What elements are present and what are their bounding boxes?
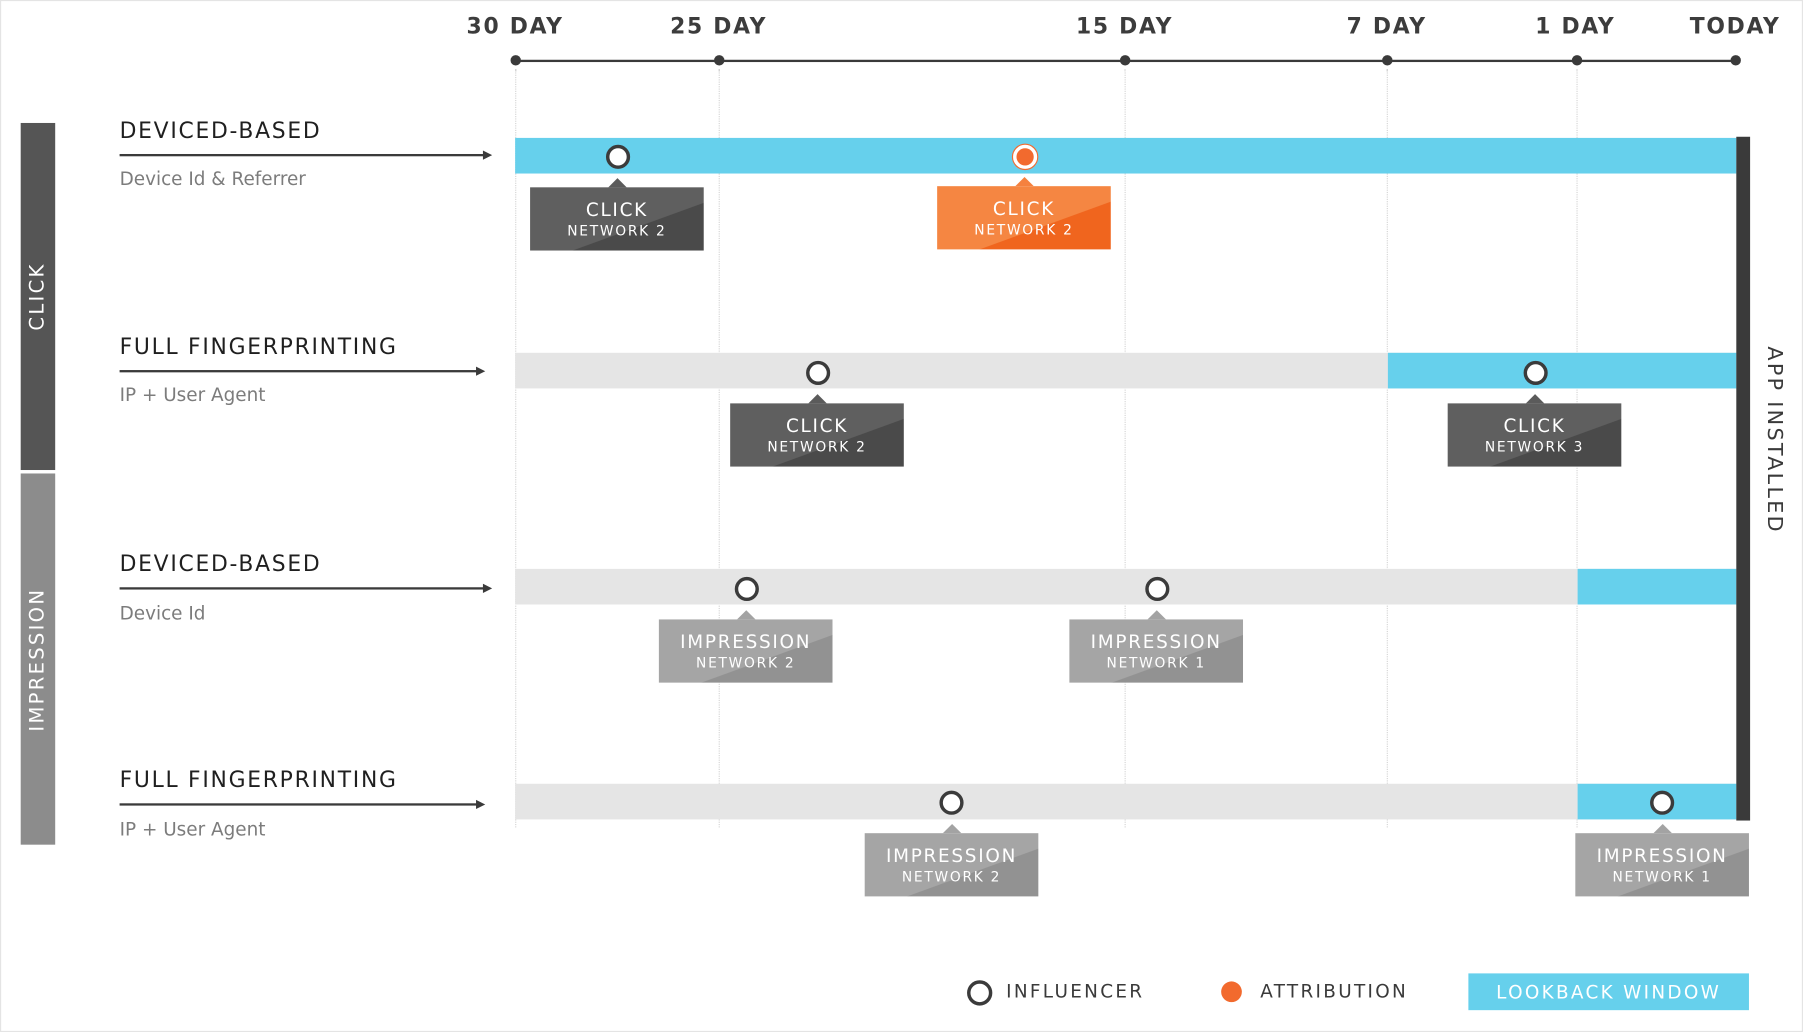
influencer-marker	[1145, 576, 1170, 602]
event-tag: CLICK NETWORK 2	[530, 178, 704, 251]
row-arrow-head	[476, 799, 486, 810]
row-subtitle: Device Id	[119, 602, 206, 625]
legend-attribution-label: ATTRIBUTION	[1260, 980, 1409, 1003]
gridline	[1386, 68, 1388, 828]
lookback-window-bar	[515, 137, 1737, 174]
timeline-track	[515, 568, 1737, 605]
group-label-click: CLICK	[26, 262, 50, 331]
event-type: CLICK	[585, 198, 648, 221]
app-installed-bar	[1736, 136, 1751, 821]
event-network: NETWORK 2	[974, 221, 1074, 238]
gridline	[1124, 68, 1126, 828]
influencer-marker	[806, 360, 831, 385]
axis-tick-today: TODAY	[1689, 13, 1781, 40]
axis-tick-dot	[714, 55, 725, 66]
event-network: NETWORK 3	[1484, 438, 1585, 455]
gridline	[515, 68, 517, 828]
axis-tick-1-day: 1 DAY	[1535, 13, 1616, 40]
event-type: IMPRESSION	[1596, 844, 1728, 866]
event-network: NETWORK 2	[767, 438, 867, 455]
app-installed-label: APP INSTALLED	[1762, 346, 1787, 534]
influencer-marker	[605, 144, 631, 169]
event-type: IMPRESSION	[885, 844, 1018, 866]
axis-tick-30-day: 30 DAY	[466, 13, 564, 40]
attribution-marker	[1013, 144, 1038, 169]
event-network: NETWORK 1	[1106, 654, 1206, 671]
row-arrow-head	[476, 366, 486, 376]
legend-lookback-window: LOOKBACK WINDOW	[1468, 973, 1749, 1011]
influencer-marker	[939, 790, 964, 815]
row-title: FULL FINGERPRINTING	[119, 767, 398, 793]
group-bar-impression: IMPRESSION	[20, 473, 56, 845]
gridline	[718, 68, 720, 828]
influencer-marker	[734, 576, 759, 602]
event-tag: CLICK NETWORK 2	[730, 394, 904, 467]
event-network: NETWORK 1	[1612, 868, 1712, 885]
row-arrow	[119, 587, 486, 590]
event-tag: CLICK NETWORK 3	[1447, 394, 1622, 467]
axis-tick-dot	[1730, 55, 1741, 66]
group-bar-click: CLICK	[20, 122, 56, 471]
row-subtitle: IP + User Agent	[119, 818, 266, 841]
attribution-legend-icon	[1221, 981, 1242, 1003]
event-tag-attribution: CLICK NETWORK 2	[937, 176, 1111, 250]
row-arrow-head	[482, 150, 493, 160]
event-type: IMPRESSION	[680, 630, 812, 653]
event-network: NETWORK 2	[567, 222, 667, 239]
event-type: IMPRESSION	[1090, 630, 1222, 653]
row-subtitle: IP + User Agent	[119, 383, 266, 406]
event-network: NETWORK 2	[696, 654, 796, 671]
lookback-window-bar	[1577, 568, 1737, 605]
influencer-legend-icon	[967, 980, 993, 1006]
event-tag: IMPRESSION NETWORK 2	[864, 823, 1039, 897]
group-label-impression: IMPRESSION	[26, 587, 50, 732]
event-tag: IMPRESSION NETWORK 2	[658, 610, 833, 683]
row-title: FULL FINGERPRINTING	[119, 334, 398, 360]
row-arrow	[119, 803, 479, 806]
row-arrow	[119, 370, 479, 373]
timeline-track	[515, 783, 1737, 820]
event-type: CLICK	[992, 197, 1055, 219]
axis-tick-25-day: 25 DAY	[670, 13, 768, 40]
row-subtitle: Device Id & Referrer	[119, 167, 306, 190]
event-type: CLICK	[1503, 414, 1566, 437]
axis-tick-dot	[1571, 55, 1583, 66]
row-title: DEVICED-BASED	[119, 551, 322, 577]
axis-tick-dot	[1382, 55, 1393, 66]
row-title: DEVICED-BASED	[119, 118, 322, 144]
legend-influencer-label: INFLUENCER	[1006, 980, 1145, 1003]
axis-tick-15-day: 15 DAY	[1075, 13, 1174, 40]
event-type: CLICK	[785, 414, 849, 437]
lookback-window-bar	[1387, 352, 1737, 389]
influencer-marker	[1523, 360, 1548, 385]
axis-tick-dot	[510, 55, 521, 66]
axis-tick-7-day: 7 DAY	[1346, 13, 1427, 40]
legend-lookback-label: LOOKBACK WINDOW	[1496, 980, 1722, 1003]
axis-tick-dot	[1119, 55, 1131, 66]
row-arrow-head	[482, 583, 493, 593]
event-tag: IMPRESSION NETWORK 1	[1069, 610, 1244, 683]
event-network: NETWORK 2	[901, 868, 1002, 885]
row-arrow	[119, 153, 486, 157]
influencer-marker	[1650, 790, 1675, 815]
event-tag: IMPRESSION NETWORK 1	[1575, 823, 1749, 897]
